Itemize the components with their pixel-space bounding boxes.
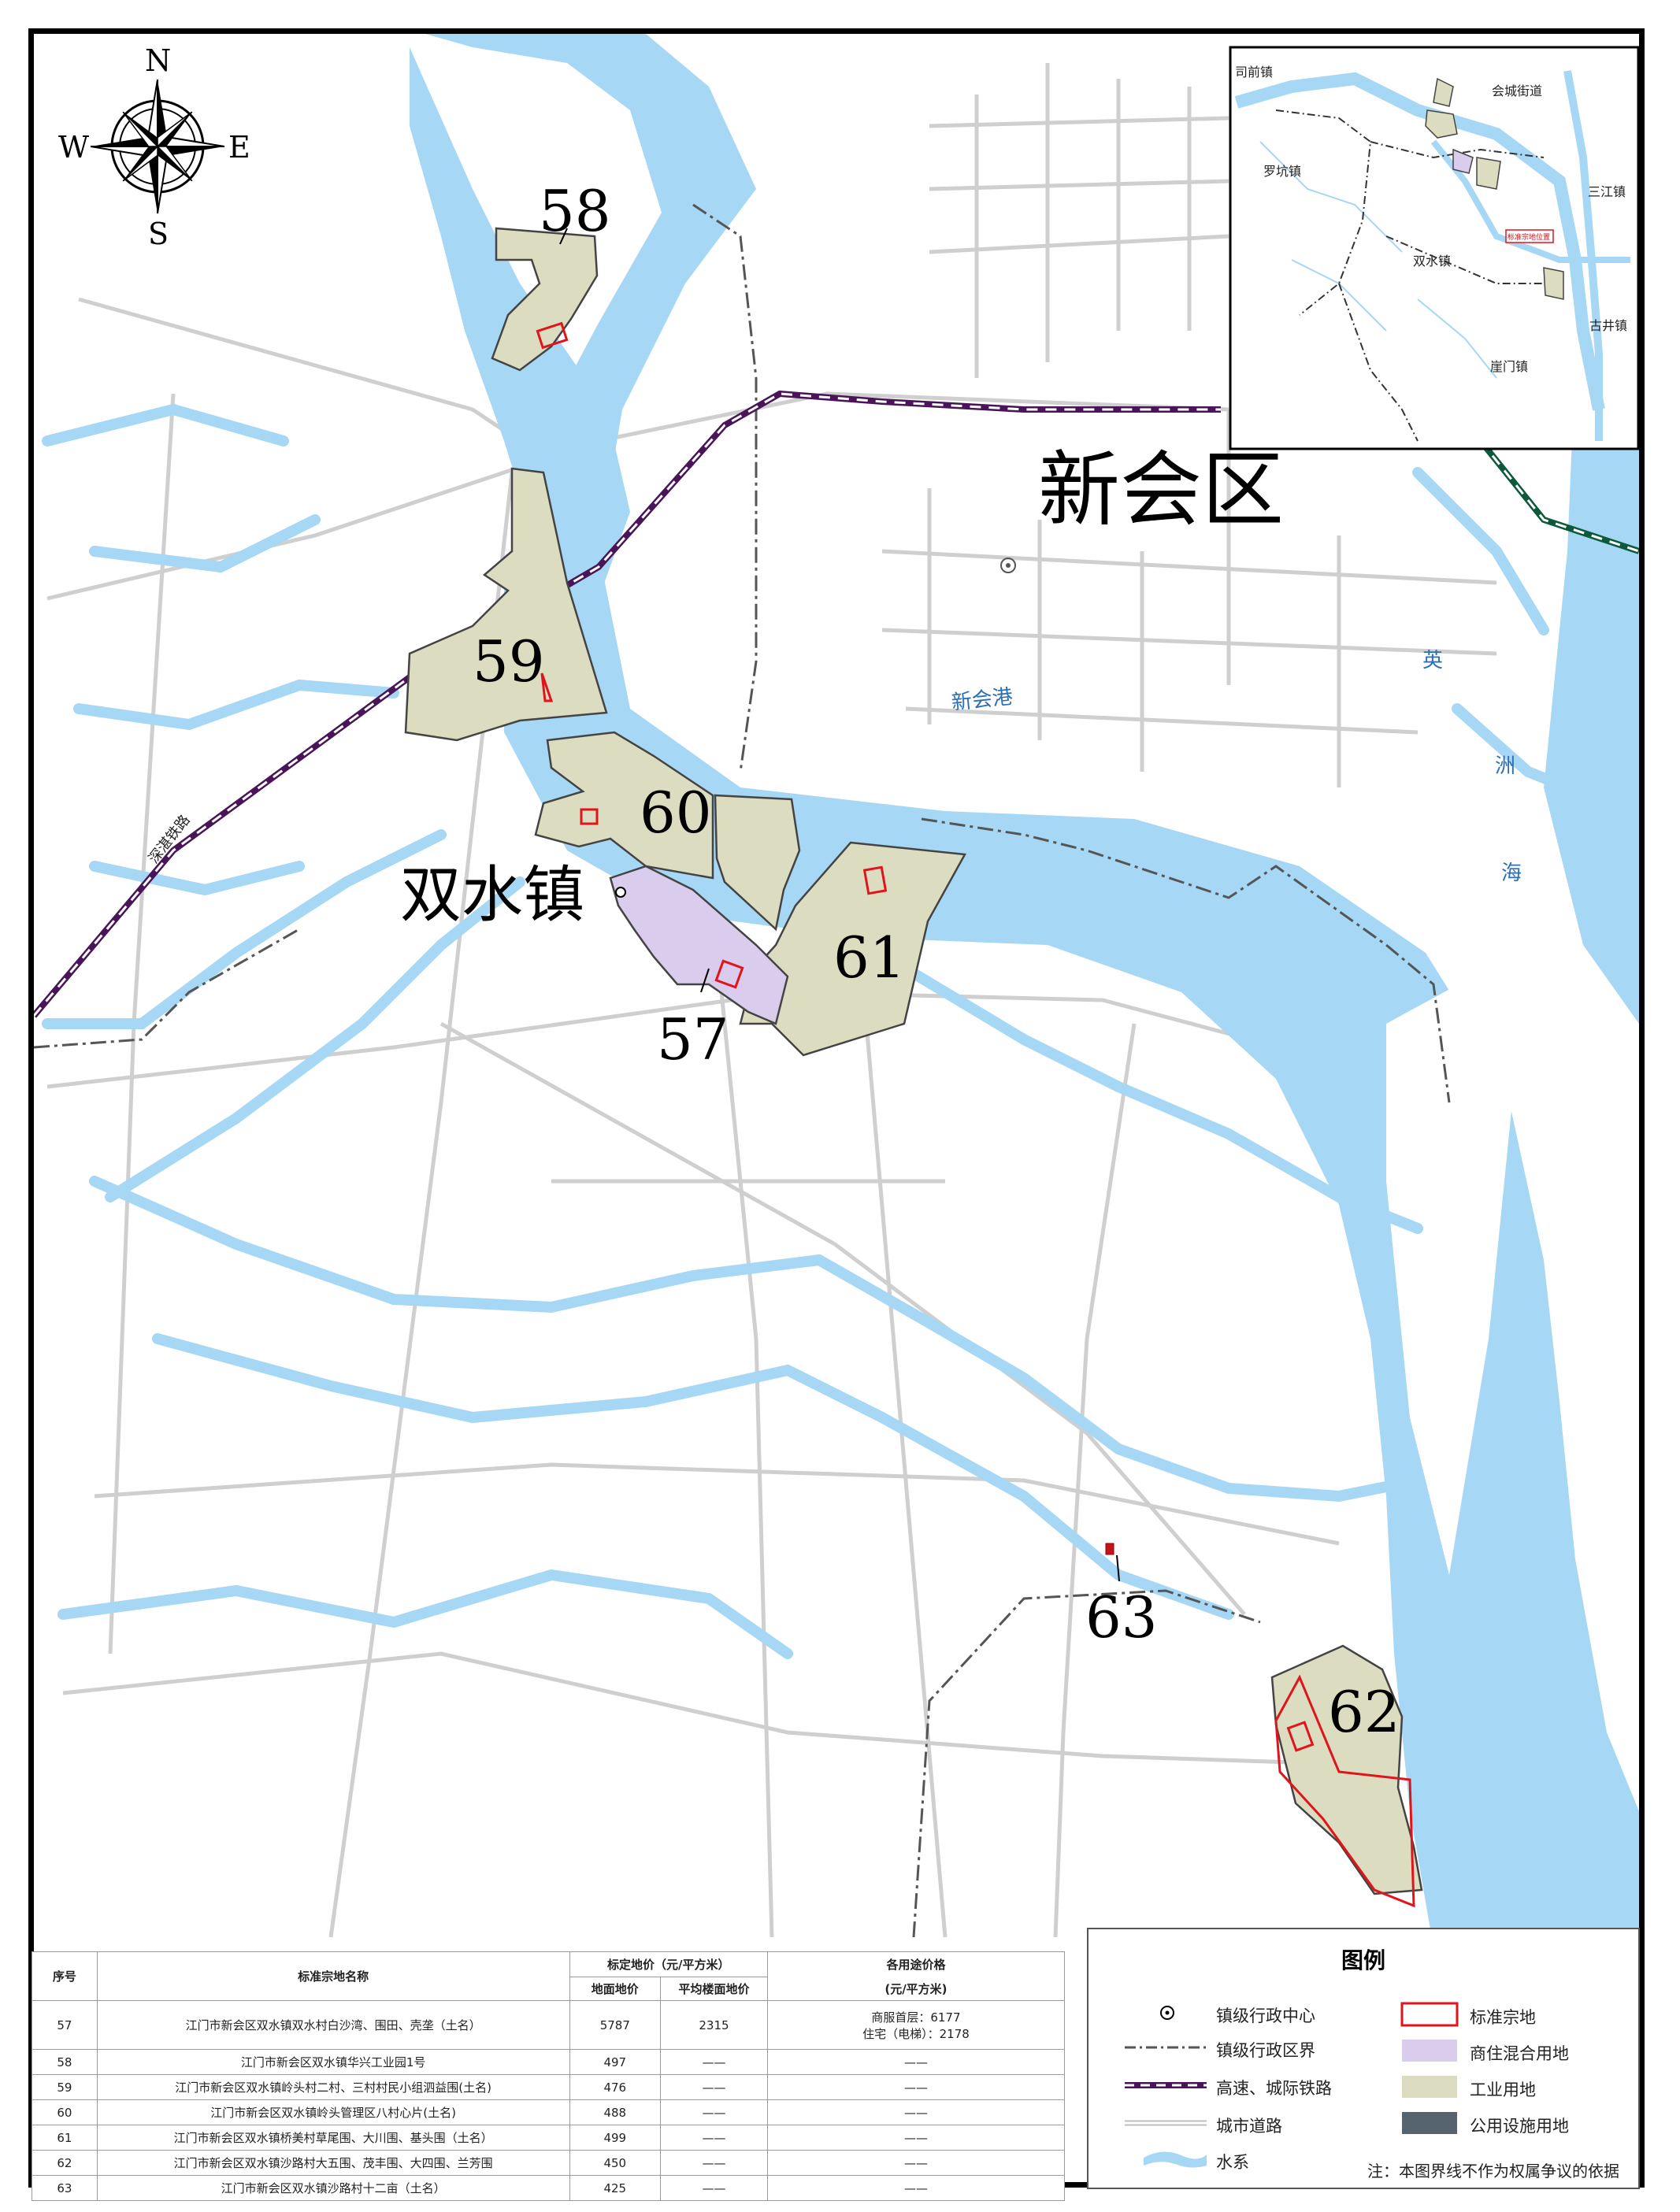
railway-line xyxy=(34,390,1639,1018)
standard-parcel-symbol xyxy=(1400,2002,1459,2027)
plot-label-57: 57 xyxy=(657,1006,729,1073)
parcel-60b-area xyxy=(714,794,801,932)
utility-land-symbol xyxy=(1402,2112,1457,2134)
legend-mixed-land: 商住混合用地 xyxy=(1470,2044,1569,2063)
legend-water: 水系 xyxy=(1216,2153,1249,2172)
industrial-land-symbol xyxy=(1402,2076,1457,2098)
col-price-group: 标定地价（元/平方米） xyxy=(569,1951,768,1977)
inset-label-gujing: 古井镇 xyxy=(1589,318,1628,333)
mixed-use-parcel xyxy=(609,865,789,1025)
col-floor: 平均楼面地价 xyxy=(660,1977,768,2001)
parcel-59-area xyxy=(404,467,608,742)
legend-standard-parcel: 标准宗地 xyxy=(1470,2008,1536,2027)
plot-label-58: 58 xyxy=(539,178,611,244)
compass-south: S xyxy=(148,217,169,251)
inset-map xyxy=(1229,46,1640,450)
mixed-land-symbol xyxy=(1402,2040,1457,2062)
small-streams xyxy=(42,403,1573,1659)
parcel-62-area xyxy=(1270,1644,1423,1895)
inset-tag: 标准宗地位置 xyxy=(1508,234,1551,242)
town-center-marker xyxy=(615,887,626,898)
legend-city-road: 城市道路 xyxy=(1216,2117,1282,2136)
parcel-63-marker xyxy=(1105,1543,1114,1555)
town-label: 双水镇 xyxy=(400,860,585,931)
inset-label-sanjiang: 三江镇 xyxy=(1588,184,1626,199)
water-label-zhou: 洲 xyxy=(1495,754,1516,778)
col-use-unit: (元/平方米) xyxy=(766,1977,1066,2001)
plot-label-59: 59 xyxy=(473,628,545,695)
col-use-group: 各用途价格 xyxy=(766,1951,1066,1977)
inset-label-luokeng: 罗坑镇 xyxy=(1263,164,1302,179)
water-label-xinhui-port: 新会港 xyxy=(950,685,1014,715)
inset-label-shuangshui: 双水镇 xyxy=(1413,254,1452,269)
water-label-hai: 海 xyxy=(1501,861,1522,885)
compass-west: W xyxy=(58,130,90,165)
legend-note: 注：本图界线不作为权属争议的依据 xyxy=(1367,2162,1619,2181)
compass-rose-icon xyxy=(90,79,225,214)
legend-railway: 高速、城际铁路 xyxy=(1216,2079,1332,2098)
leader-lines xyxy=(559,228,1120,1582)
district-center-marker xyxy=(1000,558,1016,573)
price-table: 序号 标准宗地名称 标定地价（元/平方米） 各用途价格 地面地价 平均楼面地价 … xyxy=(32,1951,1066,2201)
standard-parcels xyxy=(536,321,1415,1908)
parcel-58-area xyxy=(491,227,599,372)
water-label-ying: 英 xyxy=(1422,649,1444,672)
industrial-parcels xyxy=(404,227,1423,1895)
legend-town-center: 镇级行政中心 xyxy=(1216,2006,1315,2025)
col-land: 地面地价 xyxy=(569,1977,662,2001)
water-symbol xyxy=(1144,2151,1207,2168)
compass-east: E xyxy=(228,130,250,165)
district-label: 新会区 xyxy=(1038,442,1285,538)
inset-label-siqian: 司前镇 xyxy=(1235,65,1274,80)
legend-industrial-land: 工业用地 xyxy=(1470,2080,1536,2099)
parcel-61-area xyxy=(739,841,967,1057)
col-name: 标准宗地名称 xyxy=(96,1951,570,2001)
town-boundary xyxy=(34,203,1451,1938)
plot-label-61: 61 xyxy=(833,924,906,991)
inset-label-yamen: 崖门镇 xyxy=(1490,359,1529,374)
legend-utility-land: 公用设施用地 xyxy=(1470,2117,1569,2136)
col-no: 序号 xyxy=(32,1951,98,2001)
parcel-60-area xyxy=(534,731,714,880)
plot-label-62: 62 xyxy=(1328,1679,1400,1745)
plot-label-60: 60 xyxy=(640,780,712,846)
legend-title: 图例 xyxy=(1341,1947,1385,1973)
legend: 图例 镇级行政中心 镇级行政区界 高速、城际铁路 城市道路 水系 标准宗地 商住… xyxy=(1087,1928,1640,2189)
legend-town-boundary: 镇级行政区界 xyxy=(1216,2041,1315,2060)
legend-symbols xyxy=(1125,2002,1459,2168)
plot-label-63: 63 xyxy=(1085,1584,1158,1651)
table-row: 57 江门市新会区双水镇双水村白沙湾、围田、壳垄（土名） 5787 2315 商… xyxy=(32,2000,1066,2050)
inset-label-huicheng: 会城街道 xyxy=(1492,83,1543,98)
compass-north: N xyxy=(145,43,172,78)
